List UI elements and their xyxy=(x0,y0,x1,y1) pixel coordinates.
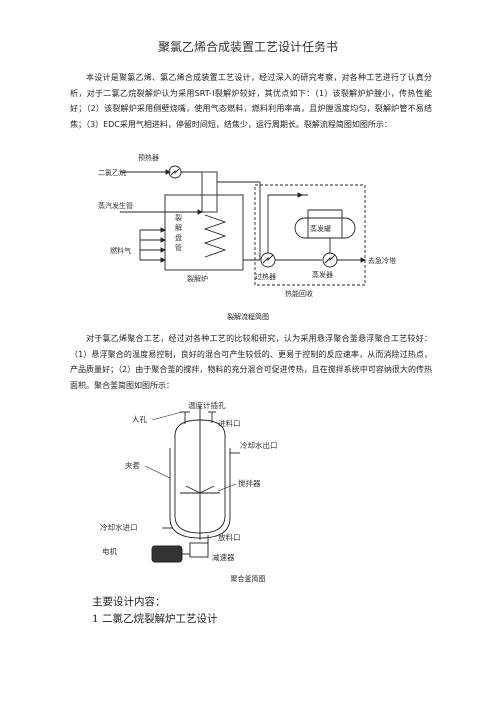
agitator-label: 搅拌器 xyxy=(238,478,261,488)
drum-label: 蒸发罐 xyxy=(310,224,331,233)
intro-paragraph: 本设计是聚氯乙烯、氯乙烯合成装置工艺设计，经过深入的研究考察，对各种工艺进行了认… xyxy=(70,73,432,129)
figure1-caption: 裂解流程简图 xyxy=(227,313,269,321)
motor-icon xyxy=(151,545,183,563)
reducer-label: 减速器 xyxy=(212,552,235,562)
tube-char-3: 盘 xyxy=(175,233,182,242)
preheater-label: 预热器 xyxy=(138,153,159,162)
thermo-label: 温度计插孔 xyxy=(188,400,226,410)
steam-label: 蒸汽发生管 xyxy=(98,201,133,210)
jacket-label: 夹套 xyxy=(125,460,140,470)
reducer-box xyxy=(189,542,209,558)
evaporator-label: 蒸发器 xyxy=(312,270,333,279)
coolout-label: 冷却水出口 xyxy=(240,440,278,450)
inlet-label: 进料口 xyxy=(218,418,241,428)
recovery-label: 热能回收 xyxy=(285,289,313,298)
section-heading-1: 1 二氯乙烷裂解炉工艺设计 xyxy=(92,613,218,625)
document-title: 聚氯乙烯合成装置工艺设计任务书 xyxy=(157,40,338,54)
motor-label: 电机 xyxy=(102,546,117,556)
furnace-box xyxy=(164,194,244,271)
section-heading-main: 主要设计内容： xyxy=(92,596,166,608)
cracking-flow-diagram: 预热器 二氯乙烷 蒸汽发生管 燃料气 裂 解 盘 管 裂解炉 过热器 蒸发器 蒸… xyxy=(98,153,396,298)
evaporation-drum xyxy=(294,217,356,239)
quench-label: 去急冷塔 xyxy=(368,256,396,265)
fuel-label: 燃料气 xyxy=(110,246,131,255)
tube-char-1: 裂 xyxy=(175,213,182,222)
polymerization-paragraph: 对于氯乙烯聚合工艺，经过对各种工艺的比较和研究，认为采用悬浮聚合釜悬浮聚合工艺较… xyxy=(70,334,432,390)
discharge-label: 放料口 xyxy=(218,532,241,542)
tube-char-2: 解 xyxy=(175,223,182,232)
reactor-vessel xyxy=(174,419,226,534)
edc-label: 二氯乙烷 xyxy=(98,168,126,177)
heat-recovery-box xyxy=(254,184,366,286)
reactor-diagram: 温度计插孔 人孔 进料口 冷却水出口 夹套 搅拌器 冷却水进口 放料口 电机 减… xyxy=(100,400,278,563)
superheater-label: 过热器 xyxy=(255,272,276,281)
figure2-caption: 聚合釜简图 xyxy=(230,575,266,583)
preheater-box xyxy=(201,171,218,213)
furnace-label: 裂解炉 xyxy=(187,274,208,283)
tube-char-4: 管 xyxy=(175,243,182,252)
cracking-coil xyxy=(203,214,227,258)
coolin-label: 冷却水进口 xyxy=(100,522,138,532)
manhole-label: 人孔 xyxy=(132,415,147,424)
